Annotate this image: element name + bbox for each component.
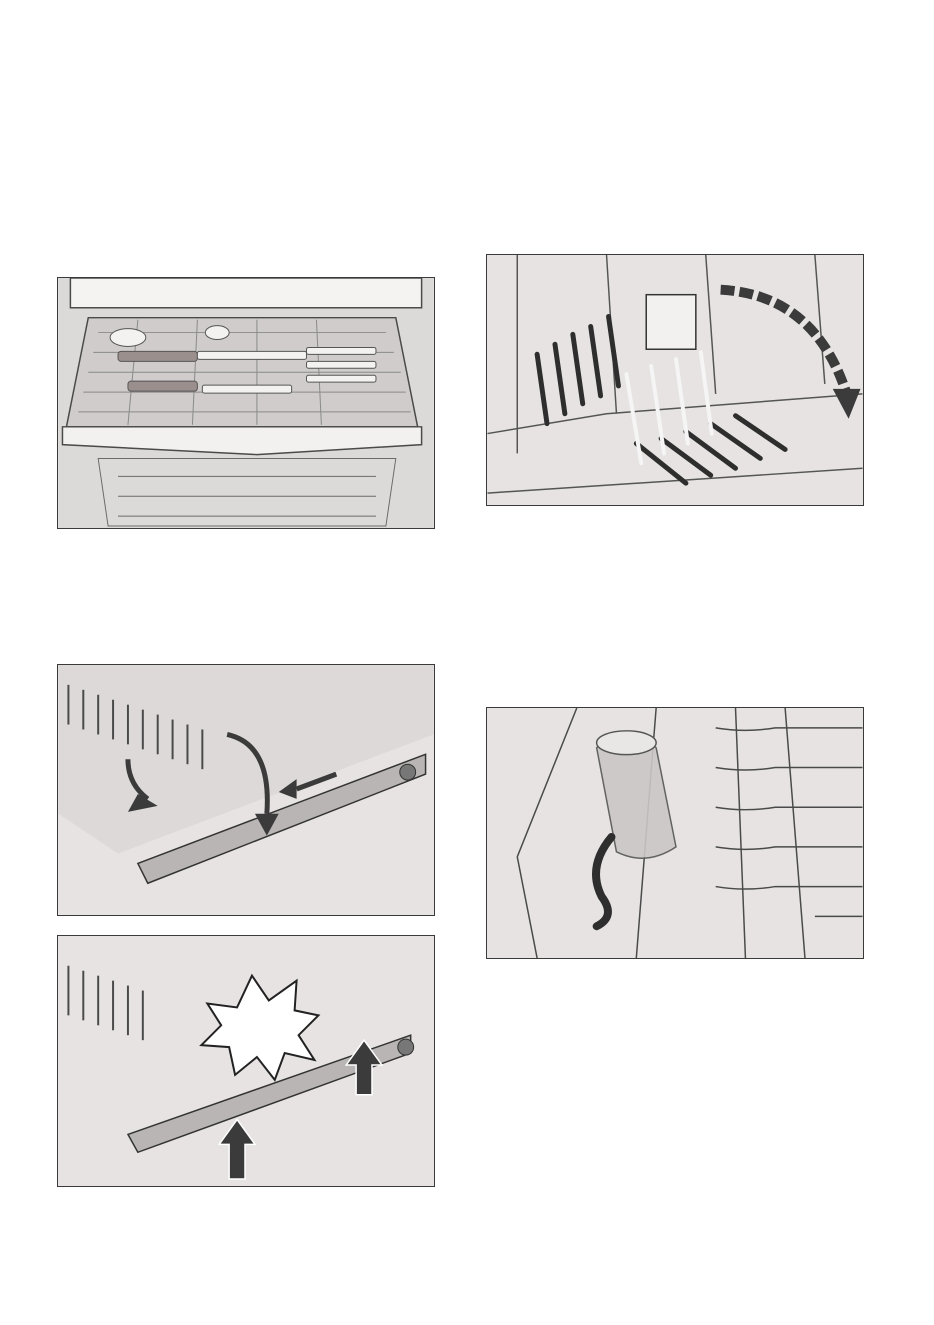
glass-holder-illustration (486, 707, 864, 959)
cutlery-drawer-icon (58, 278, 434, 528)
folding-tines-icon (487, 255, 863, 505)
glass-holder-icon (487, 708, 863, 958)
rack-fold-down-illustration (57, 664, 435, 916)
rack-click-in-illustration (57, 935, 435, 1187)
folding-tines-illustration (486, 254, 864, 506)
rack-fold-down-icon (58, 665, 434, 915)
cutlery-drawer-illustration (57, 277, 435, 529)
rack-click-in-icon (58, 936, 434, 1186)
